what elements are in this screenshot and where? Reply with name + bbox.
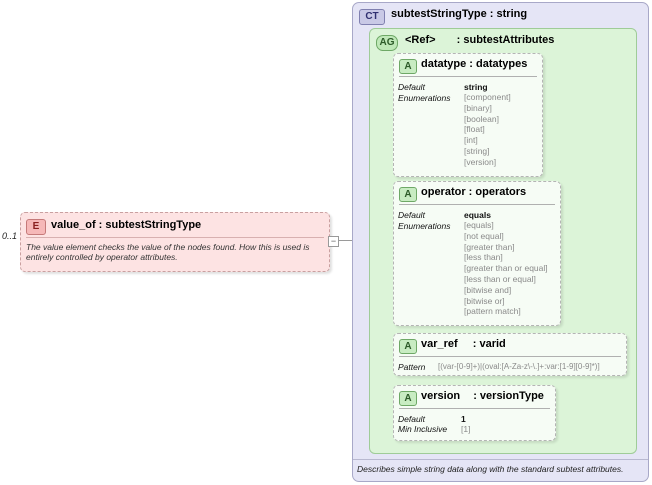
attribute-node-operator[interactable]: A operator : operators Default equals En… — [393, 181, 561, 326]
min-inclusive-label: Min Inclusive — [398, 424, 448, 434]
attribute-group-icon: AG — [376, 35, 398, 51]
complex-type-divider — [353, 459, 648, 460]
attribute-type: : varid — [472, 338, 506, 350]
complex-type-title: subtestStringType : string — [391, 8, 528, 20]
pattern-value: [(var-[0-9]+)|(oval:[A-Za-z\-\.]+:var:[1… — [438, 362, 600, 371]
element-description: The value element checks the value of th… — [26, 242, 310, 262]
enumeration-item: [less than or equal] — [464, 273, 536, 284]
enumerations-list: [equals][not equal][greater than][less t… — [464, 220, 548, 317]
element-divider — [26, 237, 324, 238]
default-label: Default — [398, 414, 425, 424]
attribute-icon: A — [399, 59, 417, 74]
attribute-icon: A — [399, 339, 417, 354]
attribute-icon: A — [399, 187, 417, 202]
attribute-name: var_ref — [421, 338, 458, 350]
attribute-group-name: : subtestAttributes — [456, 34, 555, 46]
enumeration-item: [not equal] — [464, 230, 504, 241]
complex-type-description: Describes simple string data along with … — [357, 464, 624, 474]
attribute-group-title: <Ref> : subtestAttributes — [405, 34, 554, 46]
enumeration-item: [less than] — [464, 252, 503, 263]
enumeration-item: [component] — [464, 92, 511, 102]
collapse-toggle-icon[interactable]: − — [328, 236, 339, 247]
enumerations-list: [component][binary][boolean][float][int]… — [464, 92, 511, 168]
attribute-icon: A — [399, 391, 417, 406]
enumeration-item: [boolean] — [464, 113, 499, 124]
attribute-node-version[interactable]: A version : versionType Default 1 Min In… — [393, 385, 556, 441]
attribute-divider — [399, 408, 550, 409]
pattern-label: Pattern — [398, 362, 426, 372]
attribute-title: version : versionType — [421, 390, 544, 402]
attribute-divider — [399, 204, 555, 205]
attribute-divider — [399, 76, 537, 77]
default-label: Default — [398, 82, 425, 92]
element-title: value_of : subtestStringType — [51, 219, 202, 231]
enumeration-item: [float] — [464, 124, 485, 135]
element-node-value-of[interactable]: E value_of : subtestStringType The value… — [20, 212, 339, 272]
enumeration-item: [int] — [464, 135, 478, 146]
attribute-divider — [399, 356, 621, 357]
attribute-name: version — [421, 390, 461, 402]
attribute-node-datatype[interactable]: A datatype : datatypes Default string En… — [393, 53, 543, 177]
occurrence-label: 0..1 — [2, 231, 18, 241]
attribute-title: operator : operators — [421, 186, 527, 198]
default-label: Default — [398, 210, 425, 220]
enumeration-item: [string] — [464, 145, 490, 156]
enumeration-item: [bitwise or] — [464, 295, 505, 306]
enumeration-item: [bitwise and] — [464, 284, 512, 295]
min-inclusive-value: [1] — [461, 424, 471, 434]
attribute-group-ref: <Ref> — [405, 34, 436, 46]
enumeration-item: [equals] — [464, 220, 494, 230]
default-value: string — [464, 82, 488, 92]
element-icon: E — [26, 219, 46, 235]
enumeration-item: [pattern match] — [464, 306, 521, 317]
attribute-type: : versionType — [473, 390, 544, 402]
attribute-node-var-ref[interactable]: A var_ref : varid Pattern [(var-[0-9]+)|… — [393, 333, 627, 376]
default-value: 1 — [461, 414, 466, 424]
attribute-title: var_ref : varid — [421, 338, 506, 350]
enumeration-item: [greater than] — [464, 241, 515, 252]
enumeration-item: [greater than or equal] — [464, 263, 548, 274]
default-value: equals — [464, 210, 491, 220]
complex-type-icon: CT — [359, 9, 385, 25]
enumeration-item: [binary] — [464, 102, 492, 113]
attribute-title: datatype : datatypes — [421, 58, 528, 70]
enumerations-label: Enumerations — [398, 221, 451, 231]
enumeration-item: [version] — [464, 156, 497, 167]
enumerations-label: Enumerations — [398, 93, 451, 103]
